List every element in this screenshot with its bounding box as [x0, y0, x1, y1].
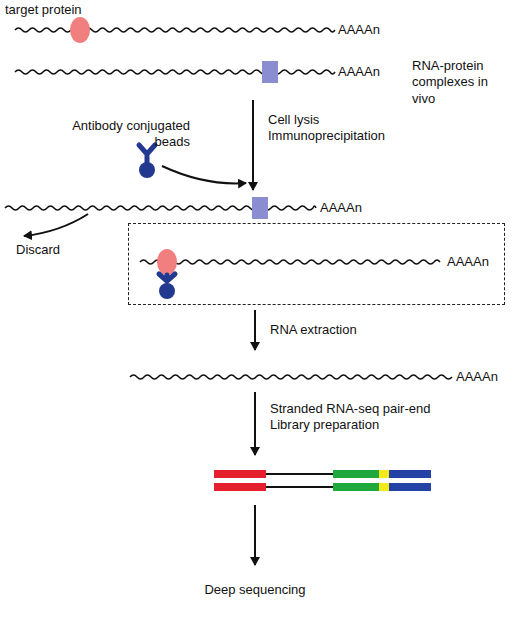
poly-a-tail: AAAAn — [447, 254, 489, 270]
step-arrow — [254, 505, 256, 565]
step-label: Discard — [16, 242, 60, 258]
poly-a-tail: AAAAn — [338, 22, 380, 38]
antibody-bead — [139, 145, 155, 178]
step-label: target protein — [5, 2, 82, 18]
rna-strand — [130, 375, 452, 379]
target-protein — [157, 249, 177, 275]
poly-a-tail: AAAAn — [456, 369, 498, 385]
step-arrow — [254, 392, 256, 455]
step-label: Deep sequencing — [204, 582, 305, 598]
side-note: RNA-protein complexes in vivo — [412, 58, 502, 107]
step-label: RNA extraction — [270, 322, 357, 338]
step-arrow — [252, 100, 254, 190]
other-protein — [252, 197, 268, 219]
rna-strand — [140, 260, 440, 264]
poly-a-tail: AAAAn — [338, 64, 380, 80]
discard-arrow — [24, 214, 88, 236]
rna-strand — [15, 28, 335, 32]
poly-a-tail: AAAAn — [320, 200, 362, 216]
selected-complex-box: AAAAn — [128, 223, 505, 305]
other-protein — [262, 61, 278, 83]
step-label: Cell lysis Immunoprecipitation — [268, 112, 403, 145]
antibody-bead — [159, 274, 175, 299]
library-fragment — [214, 470, 431, 491]
rna-strand — [5, 206, 316, 210]
bead-arrow — [162, 166, 246, 183]
reagent-label: Antibody conjugated beads — [40, 118, 190, 151]
step-arrow — [254, 310, 256, 350]
rna-strand — [15, 70, 335, 74]
target-protein — [70, 17, 90, 43]
step-label: Stranded RNA-seq pair-end Library prepar… — [270, 401, 450, 434]
